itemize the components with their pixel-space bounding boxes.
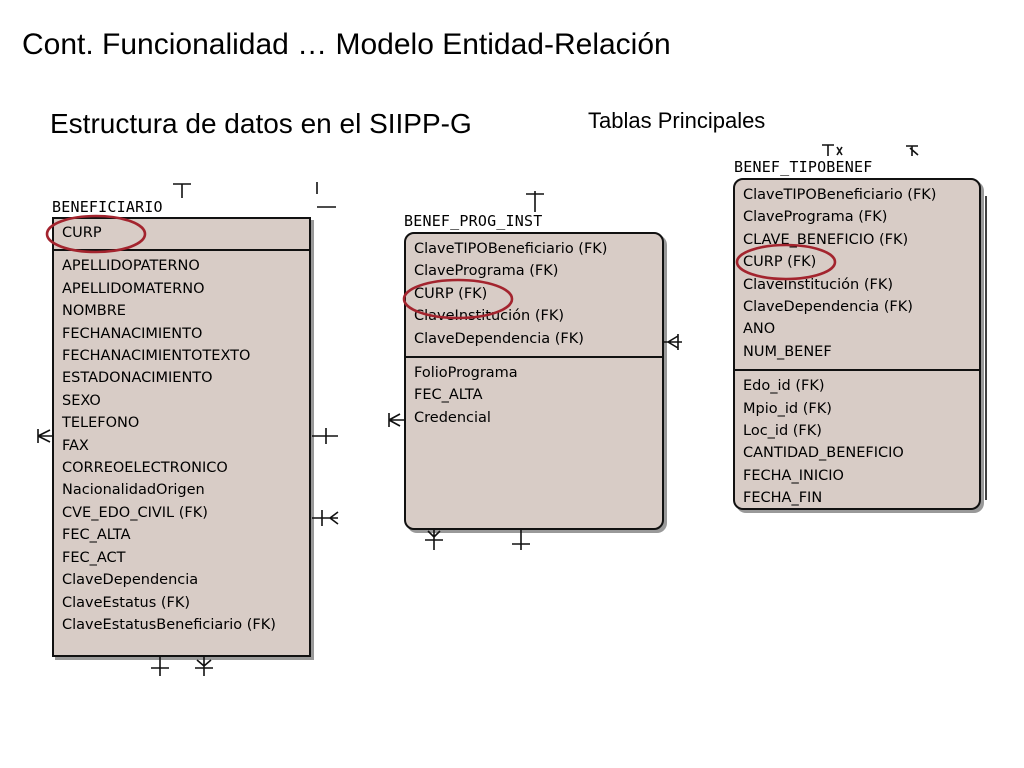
entity-attribute: FECHA_FIN: [743, 490, 823, 507]
connector-mark: [195, 656, 213, 676]
connector-mark: [906, 145, 919, 156]
entity-key-section: CURP: [54, 219, 309, 252]
entity-attribute-section: Edo_id (FK) Mpio_id (FK) Loc_id (FK) CANTID…: [735, 371, 979, 508]
entity-attribute: FEC_ALTA: [414, 387, 483, 404]
entity-attribute: Mpio_id (FK): [743, 400, 832, 417]
entity-attribute: Loc_id (FK): [743, 423, 822, 440]
connector-mark: [312, 428, 338, 444]
entity-attribute: Edo_id (FK): [743, 378, 825, 395]
entity-attribute: APELLIDOMATERNO: [62, 280, 205, 297]
section-label: Tablas Principales: [588, 108, 766, 133]
connector-mark: [173, 183, 191, 198]
connector-mark: [37, 429, 52, 443]
entity-key-attribute: ANO: [743, 321, 776, 338]
entity-attribute: FECHANACIMIENTOTEXTO: [62, 348, 251, 365]
entity-key-attribute: CURP (FK): [743, 254, 817, 271]
entity-attribute: FECHANACIMIENTO: [62, 325, 203, 342]
entity-key-attribute: ClaveDependencia (FK): [414, 330, 584, 347]
entity-attribute: ClaveDependencia: [62, 572, 199, 589]
entity-attribute: APELLIDOPATERNO: [62, 258, 200, 275]
entity-attribute: SEXO: [62, 392, 101, 409]
entity-key-attribute: ClaveInstitución (FK): [414, 308, 564, 325]
entity-name-benef-tipobenef: BENEF_TIPOBENEF: [734, 158, 873, 176]
entity-key-attribute: ClavePrograma (FK): [743, 209, 888, 226]
entity-attribute: Credencial: [414, 409, 491, 426]
entity-attribute: CVE_EDO_CIVIL (FK): [62, 504, 208, 521]
entity-key-attribute: CURP (FK): [414, 285, 488, 302]
entity-attribute: FEC_ACT: [62, 549, 126, 566]
entity-key-attribute: ClaveTIPOBeneficiario (FK): [743, 187, 937, 203]
entity-name-benef-prog-inst: BENEF_PROG_INST: [404, 212, 543, 230]
entity-benef-prog-inst: ClaveTIPOBeneficiario (FK) ClavePrograma …: [404, 232, 664, 530]
entity-attribute: NacionalidadOrigen: [62, 482, 205, 499]
entity-attribute: FolioPrograma: [414, 365, 518, 382]
connector-mark: [526, 191, 544, 212]
entity-attribute: ESTADONACIMIENTO: [62, 370, 213, 387]
entity-name-beneficiario: BENEFICIARIO: [52, 198, 163, 216]
entity-beneficiario: CURP APELLIDOPATERNO APELLIDOMATERNO NOMBR…: [52, 217, 311, 657]
entity-key-attribute: ClavePrograma (FK): [414, 263, 559, 280]
entity-attribute: FEC_ALTA: [62, 527, 131, 544]
connector-mark: [662, 334, 682, 350]
connector-mark: [425, 528, 443, 550]
entity-key-section: ClaveTIPOBeneficiario (FK) ClavePrograma …: [406, 234, 662, 359]
entity-key-section: ClaveTIPOBeneficiario (FK) ClavePrograma …: [735, 180, 979, 372]
entity-attribute: ClaveEstatus (FK): [62, 594, 191, 611]
entity-key-attribute: ClaveInstitución (FK): [743, 276, 893, 293]
connector-mark: [822, 144, 843, 156]
entity-attribute: NOMBRE: [62, 303, 126, 320]
entity-attribute: CANTIDAD_BENEFICIO: [743, 445, 904, 462]
slide-subtitle: Estructura de datos en el SIIPP-G: [50, 108, 472, 139]
entity-attribute: ClaveEstatusBeneficiario (FK): [62, 616, 276, 633]
entity-key-attribute: NUM_BENEF: [743, 343, 832, 360]
entity-key-attribute: ClaveDependencia (FK): [743, 299, 913, 316]
connector-mark: [316, 182, 336, 208]
entity-key-attribute: ClaveTIPOBeneficiario (FK): [414, 241, 608, 257]
slide-title: Cont. Funcionalidad … Modelo Entidad-Rel…: [22, 28, 671, 61]
connector-mark: [512, 528, 530, 550]
entity-attribute-section: APELLIDOPATERNO APELLIDOMATERNO NOMBRE FECH…: [54, 251, 309, 636]
entity-attribute: TELEFONO: [62, 415, 140, 432]
entity-key-attribute: CLAVE_BENEFICIO (FK): [743, 231, 909, 248]
entity-attribute: CORREOELECTRONICO: [62, 460, 228, 477]
entity-attribute: FECHA_INICIO: [743, 467, 844, 484]
entity-attribute: FAX: [62, 437, 89, 454]
entity-benef-tipobenef: ClaveTIPOBeneficiario (FK) ClavePrograma …: [733, 178, 981, 510]
connector-mark: [312, 510, 339, 526]
entity-key-attribute: CURP: [62, 225, 102, 241]
connector-mark: [151, 656, 169, 676]
